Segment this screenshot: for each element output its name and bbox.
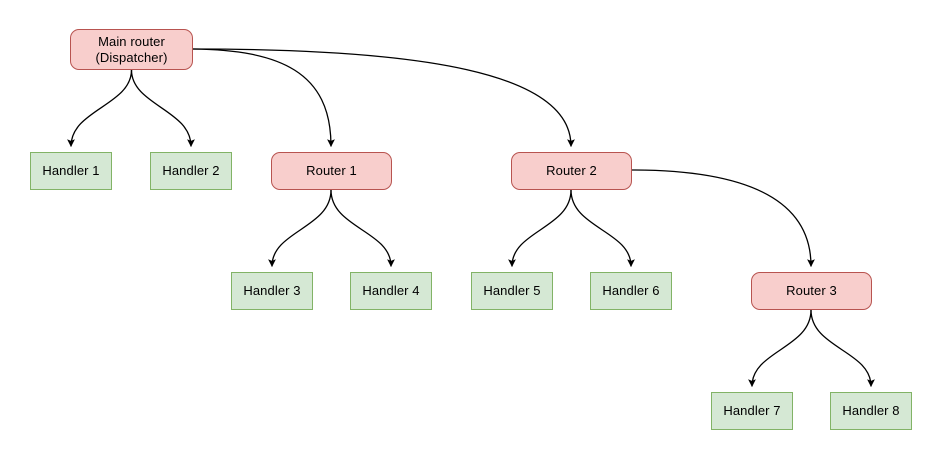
node-handler-6[interactable]: Handler 6 (590, 272, 672, 310)
edge-main-r2 (192, 48, 575, 148)
node-handler-5[interactable]: Handler 5 (471, 272, 553, 310)
node-main-router[interactable]: Main router (Dispatcher) (70, 29, 193, 70)
edge-main-r1 (192, 48, 335, 148)
node-label-main-router: Main router (Dispatcher) (95, 33, 168, 65)
edges-group (67, 48, 875, 388)
edge-r1-h4 (330, 189, 395, 268)
node-handler-7[interactable]: Handler 7 (711, 392, 793, 430)
node-label-handler-5: Handler 5 (483, 283, 541, 298)
node-label-router-2: Router 2 (546, 163, 597, 178)
node-label-handler-7: Handler 7 (723, 403, 781, 418)
edge-r1-h3 (268, 189, 332, 268)
node-handler-3[interactable]: Handler 3 (231, 272, 313, 310)
node-router-2[interactable]: Router 2 (511, 152, 632, 190)
node-handler-4[interactable]: Handler 4 (350, 272, 432, 310)
node-label-handler-8: Handler 8 (842, 403, 900, 418)
edge-r2-h5 (508, 189, 572, 268)
edge-main-h2 (130, 69, 195, 148)
node-label-handler-6: Handler 6 (602, 283, 660, 298)
node-handler-8[interactable]: Handler 8 (830, 392, 912, 430)
node-label-router-3: Router 3 (786, 283, 837, 298)
edge-r2-r3 (631, 169, 815, 268)
node-label-handler-1: Handler 1 (42, 163, 100, 178)
node-label-handler-4: Handler 4 (362, 283, 420, 298)
node-label-handler-3: Handler 3 (243, 283, 301, 298)
edge-r3-h8 (810, 309, 875, 388)
node-handler-2[interactable]: Handler 2 (150, 152, 232, 190)
edge-main-h1 (67, 69, 133, 148)
node-label-router-1: Router 1 (306, 163, 357, 178)
node-label-handler-2: Handler 2 (162, 163, 220, 178)
node-router-3[interactable]: Router 3 (751, 272, 872, 310)
edge-r3-h7 (748, 309, 812, 388)
edge-r2-h6 (570, 189, 635, 268)
node-router-1[interactable]: Router 1 (271, 152, 392, 190)
node-handler-1[interactable]: Handler 1 (30, 152, 112, 190)
